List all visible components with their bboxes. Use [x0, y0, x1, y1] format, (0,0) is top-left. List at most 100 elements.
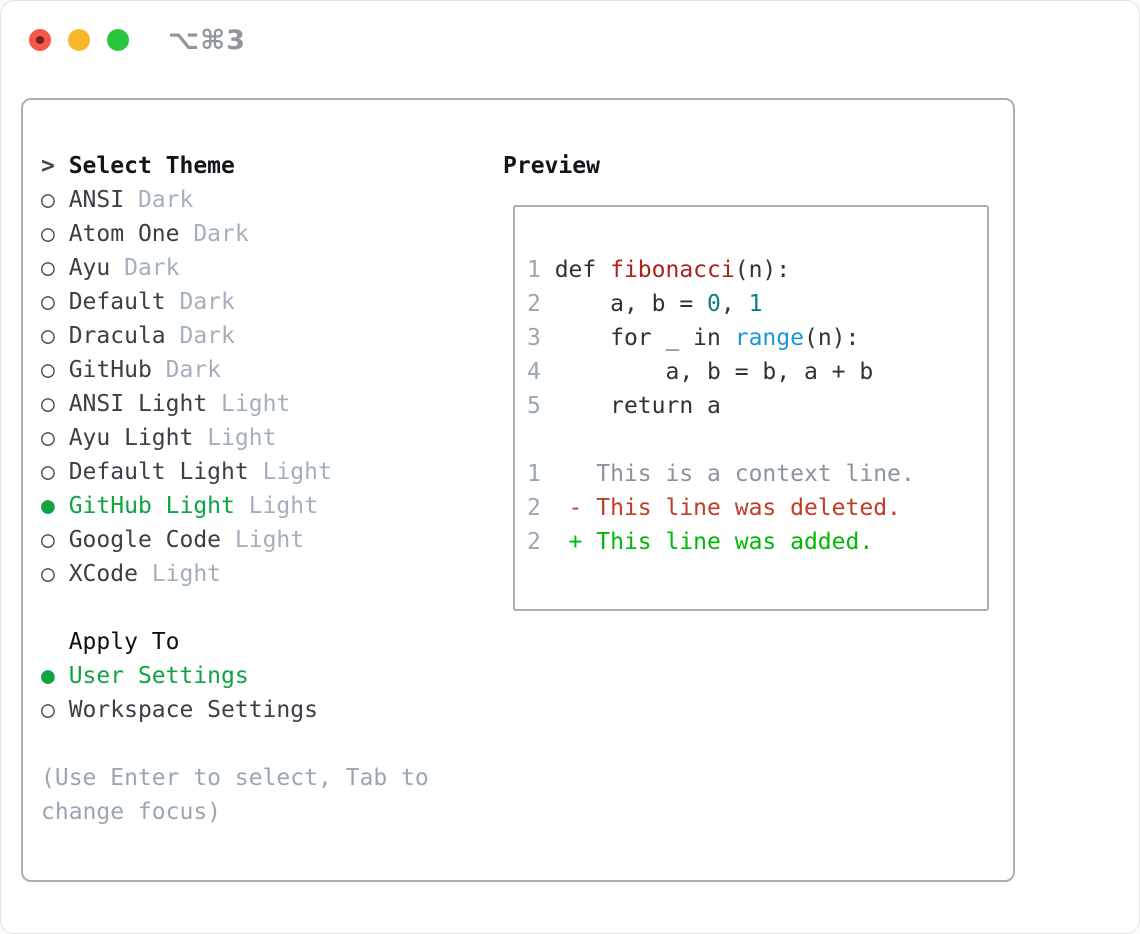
line-number: 2	[527, 291, 555, 317]
code-segment: a, b =	[554, 291, 708, 317]
theme-option-github-light[interactable]: ● GitHub Light Light	[41, 489, 493, 523]
radio-icon: ○	[41, 255, 69, 281]
line-number: 1	[527, 461, 555, 487]
line-number: 2	[527, 529, 555, 555]
theme-variant-tag: Dark	[124, 255, 180, 281]
radio-icon: ○	[41, 323, 69, 349]
code-line: 2 a, b = 0, 1	[527, 287, 987, 321]
code-segment: for _ in	[554, 325, 735, 351]
theme-option-ayu-light[interactable]: ○ Ayu Light Light	[41, 421, 493, 455]
theme-option-default-light[interactable]: ○ Default Light Light	[41, 455, 493, 489]
code-line: 5 return a	[527, 389, 987, 423]
theme-option-ansi-light[interactable]: ○ ANSI Light Light	[41, 387, 493, 421]
minimize-button-icon[interactable]	[68, 29, 90, 51]
radio-icon: ○	[41, 221, 69, 247]
theme-name: GitHub Light	[68, 493, 249, 519]
radio-icon: ○	[41, 289, 69, 315]
theme-option-default[interactable]: ○ Default Dark	[41, 285, 493, 319]
theme-name: Dracula	[68, 323, 180, 349]
theme-name: Default Light	[68, 459, 263, 485]
line-number: 3	[527, 325, 555, 351]
radio-icon: ○	[41, 357, 69, 383]
code-segment: 0	[707, 291, 721, 317]
titlebar: ⌥⌘3	[1, 1, 1139, 78]
theme-name: Ayu Light	[68, 425, 208, 451]
theme-variant-tag: Light	[151, 561, 222, 587]
radio-icon: ○	[41, 187, 69, 213]
code-line: 1 def fibonacci(n):	[527, 253, 987, 287]
theme-variant-tag: Light	[207, 425, 277, 451]
radio-icon: ○	[41, 425, 69, 451]
theme-name: Atom One	[68, 221, 194, 247]
code-line	[527, 423, 987, 457]
line-number: 4	[527, 359, 555, 385]
theme-option-ansi[interactable]: ○ ANSI Dark	[41, 183, 493, 217]
theme-variant-tag: Light	[221, 391, 291, 417]
keyboard-hint: (Use Enter to select, Tab to change focu…	[41, 765, 429, 825]
apply-to-indent	[41, 629, 69, 655]
theme-variant-tag: Dark	[137, 187, 194, 213]
theme-option-dracula[interactable]: ○ Dracula Dark	[41, 319, 493, 353]
code-segment: fibonacci	[610, 257, 735, 283]
close-button-icon[interactable]	[29, 29, 51, 51]
radio-icon: ○	[41, 561, 69, 587]
theme-name: GitHub	[68, 357, 166, 383]
line-number	[527, 427, 555, 453]
window-title: ⌥⌘3	[168, 25, 246, 56]
code-segment	[555, 427, 569, 453]
radio-icon: ○	[41, 527, 69, 553]
theme-variant-tag: Dark	[165, 357, 222, 383]
theme-variant-tag: Light	[234, 527, 305, 553]
code-segment: + This line was added.	[554, 529, 874, 555]
code-line: 2 + This line was added.	[527, 525, 987, 559]
theme-name: Google Code	[68, 527, 235, 553]
theme-name: XCode	[68, 561, 152, 587]
code-segment: a, b = b, a + b	[554, 359, 874, 385]
theme-option-google-code[interactable]: ○ Google Code Light	[41, 523, 493, 557]
theme-variant-tag: Dark	[179, 323, 235, 349]
theme-option-xcode[interactable]: ○ XCode Light	[41, 557, 493, 591]
theme-option-github[interactable]: ○ GitHub Dark	[41, 353, 493, 387]
apply-option-user-settings[interactable]: ● User Settings	[41, 659, 493, 693]
theme-picker-left-column: > Select Theme ○ ANSI Dark○ Atom One Dar…	[41, 149, 493, 829]
theme-variant-tag: Dark	[193, 221, 249, 247]
code-line: 1 This is a context line.	[527, 457, 987, 491]
apply-to-label: Apply To	[68, 629, 180, 655]
apply-to-header: Apply To	[41, 625, 493, 659]
theme-picker-panel: > Select Theme ○ ANSI Dark○ Atom One Dar…	[21, 98, 1015, 882]
theme-option-ayu[interactable]: ○ Ayu Dark	[41, 251, 493, 285]
apply-option-label: Workspace Settings	[68, 697, 318, 723]
theme-name: Ayu	[68, 255, 125, 281]
line-number: 5	[527, 393, 555, 419]
preview-title: Preview	[503, 153, 600, 179]
radio-selected-icon: ●	[41, 663, 69, 689]
theme-name: Default	[68, 289, 180, 315]
code-segment: range	[734, 325, 804, 351]
apply-option-workspace-settings[interactable]: ○ Workspace Settings	[41, 693, 493, 727]
theme-name: ANSI	[68, 187, 138, 213]
theme-name: ANSI Light	[68, 391, 222, 417]
code-segment: return a	[554, 393, 721, 419]
select-theme-header: > Select Theme	[41, 149, 493, 183]
code-segment: This is a context line.	[554, 461, 915, 487]
code-segment: ,	[720, 291, 749, 317]
apply-to-list: ● User Settings○ Workspace Settings	[41, 659, 493, 727]
theme-variant-tag: Dark	[179, 289, 235, 315]
code-segment: (n):	[803, 325, 860, 351]
line-number: 1	[527, 257, 555, 283]
radio-icon: ○	[41, 459, 69, 485]
code-segment: 1	[748, 291, 763, 317]
prompt-caret-icon: >	[41, 153, 69, 179]
code-line: 2 - This line was deleted.	[527, 491, 987, 525]
radio-icon: ○	[41, 697, 69, 723]
code-segment: def	[554, 257, 611, 283]
zoom-button-icon[interactable]	[107, 29, 129, 51]
theme-variant-tag: Light	[248, 493, 318, 519]
line-number: 2	[527, 495, 555, 521]
code-segment: (n):	[734, 257, 791, 283]
radio-selected-icon: ●	[41, 493, 69, 519]
theme-option-atom-one[interactable]: ○ Atom One Dark	[41, 217, 493, 251]
